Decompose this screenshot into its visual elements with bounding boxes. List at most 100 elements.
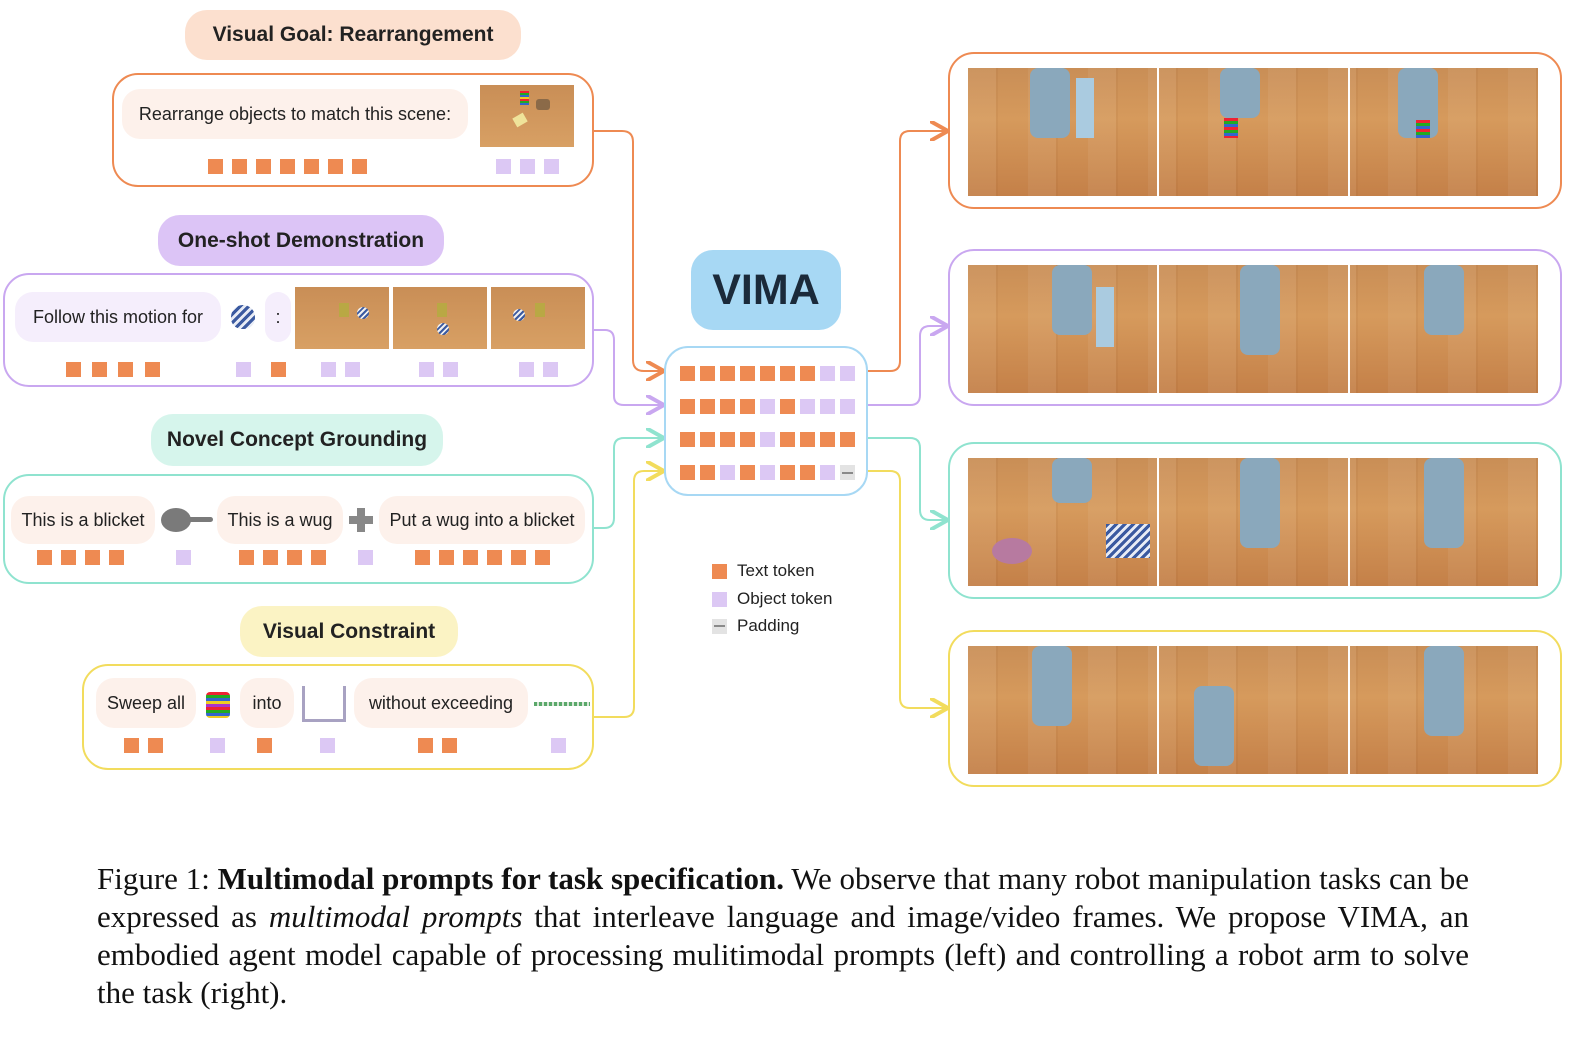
frame-divider [1348,265,1350,393]
text-token [124,738,139,753]
object-token [496,159,511,174]
robot-arm-shape [1106,524,1150,558]
prompt-chip: : [265,292,291,342]
robot-arm-shape [1052,458,1092,503]
text-token [263,550,278,565]
robot-arm-shape [992,538,1032,564]
object-token [443,362,458,377]
demo-frame [393,287,487,349]
container-outline-icon [302,686,346,722]
prompt-chip: Rearrange objects to match this scene: [122,89,468,139]
text-token [208,159,223,174]
text-token [439,550,454,565]
object-token [720,465,735,480]
lavender-square-icon [712,591,727,607]
object-token [520,159,535,174]
text-token [352,159,367,174]
text-token [700,366,715,381]
object-token [358,550,373,565]
robot-arm-shape [1194,686,1234,766]
text-token [720,399,735,414]
text-token [680,399,695,414]
demo-frame [295,287,389,349]
object-token [320,738,335,753]
text-token [232,159,247,174]
text-token [700,432,715,447]
object-token [820,399,835,414]
frame-divider [1348,458,1350,586]
rollout-frames [968,68,1538,196]
robot-arm-shape [1424,265,1464,335]
text-token [311,550,326,565]
text-token [680,432,695,447]
text-token [61,550,76,565]
padding-token [840,465,855,480]
text-token [487,550,502,565]
text-token [820,432,835,447]
object-token [544,159,559,174]
text-token [760,366,775,381]
rollout-frames [968,265,1538,393]
rollout-box-novel-concept [948,442,1562,599]
robot-arm-shape [1052,265,1092,335]
robot-arm-shape [1416,120,1430,138]
hexagon-object [536,99,550,110]
object-token [840,399,855,414]
robot-arm-shape [1240,458,1280,548]
robot-arm-shape [1424,458,1464,548]
object-token [543,362,558,377]
pan-icon [161,508,191,532]
object-token [551,738,566,753]
text-token [780,366,795,381]
text-token [680,366,695,381]
striped-block [520,91,529,105]
legend-text-token: Text token [712,561,815,581]
text-token [145,362,160,377]
legend-padding: Padding [712,616,799,636]
text-token [109,550,124,565]
text-token [780,399,795,414]
prompt-title-novel-concept: Novel Concept Grounding [151,414,443,466]
text-token [85,550,100,565]
frame-divider [1348,646,1350,774]
boundary-line-icon [534,702,590,706]
text-token [304,159,319,174]
text-token [415,550,430,565]
text-token [92,362,107,377]
object-token [820,366,835,381]
text-token [66,362,81,377]
striped-block-icon [206,692,230,718]
object-token [760,432,775,447]
text-token [720,366,735,381]
text-token [271,362,286,377]
frame-divider [1348,68,1350,196]
cross-block-icon [349,508,373,532]
text-token [800,465,815,480]
rollout-frames [968,646,1538,774]
rollout-frames [968,458,1538,586]
demo-frame [491,287,585,349]
prompt-chip: Follow this motion for [15,292,221,342]
text-token [700,399,715,414]
frame-divider [1157,458,1159,586]
robot-arm-shape [1096,287,1114,347]
object-token [236,362,251,377]
text-token [463,550,478,565]
object-token [176,550,191,565]
frame-divider [1157,265,1159,393]
frame-divider [1157,646,1159,774]
object-token [345,362,360,377]
robot-arm-shape [1424,646,1464,736]
object-token [820,465,835,480]
text-token [720,432,735,447]
robot-arm-shape [1032,646,1072,726]
text-token [680,465,695,480]
prompt-title-one-shot: One-shot Demonstration [158,215,444,266]
rollout-box-rearrangement [948,52,1562,209]
orange-square-icon [712,563,727,579]
text-token [257,738,272,753]
prompt-chip: Put a wug into a blicket [379,496,585,544]
object-token [800,399,815,414]
model-token-grid [664,346,868,496]
text-token [239,550,254,565]
